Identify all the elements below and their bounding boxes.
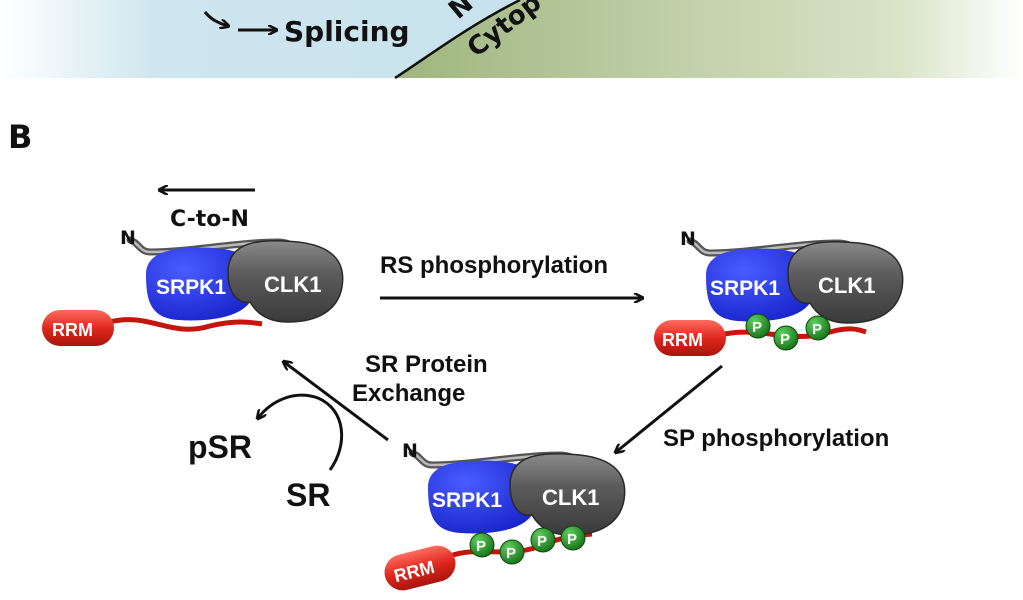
- clk1-label: CLK1: [264, 272, 321, 297]
- phospho-group: P: [499, 539, 525, 565]
- splicing-arrow-1: [203, 11, 228, 26]
- srpk1-label: SRPK1: [432, 489, 502, 512]
- sr-exchange-label-line1: SR Protein: [365, 351, 488, 378]
- svg-text:P: P: [812, 321, 822, 338]
- c-to-n-label: C-to-N: [170, 207, 249, 232]
- panel-label: B: [8, 118, 32, 156]
- phospho-group: P: [469, 532, 495, 558]
- nuclear-membrane: [394, 0, 521, 80]
- rrm-domain: [654, 320, 726, 356]
- sr-exchange-label-line2: Exchange: [352, 380, 465, 407]
- n-terminus-label: N: [120, 227, 136, 249]
- splicing-label: Splicing: [284, 15, 410, 48]
- rrm-domain: [42, 310, 114, 346]
- sr-label: SR: [286, 477, 330, 513]
- svg-text:P: P: [476, 538, 486, 555]
- rrm-label: RRM: [662, 330, 703, 350]
- psr-label: pSR: [188, 429, 252, 465]
- rs-phosphorylation-label: RS phosphorylation: [380, 252, 608, 279]
- svg-text:P: P: [780, 331, 790, 348]
- n-terminus-label: N: [402, 440, 418, 462]
- complex-unphosphorylated: RRM N SRPK1 CLK1: [42, 227, 343, 346]
- sp-phosphorylation-label: SP phosphorylation: [663, 425, 889, 452]
- svg-text:P: P: [752, 319, 762, 336]
- n-terminus-label: N: [680, 228, 696, 250]
- sr-to-psr-curved-arrow: [258, 393, 344, 471]
- complex-fully-phosphorylated: RRM N SRPK1 CLK1 P P P P: [384, 440, 625, 591]
- phospho-group: P: [530, 527, 556, 553]
- sp-phosphorylation-arrow: [616, 364, 723, 452]
- clk1-label: CLK1: [818, 273, 875, 298]
- phospho-group: P: [773, 325, 799, 351]
- complex-rs-phosphorylated: RRM N SRPK1 CLK1 P P P: [654, 228, 903, 356]
- phospho-group: P: [805, 315, 831, 341]
- cytoplasm-region: [395, 0, 1023, 78]
- sr-exchange-arrow: [284, 362, 389, 442]
- srpk1-label: SRPK1: [156, 276, 226, 299]
- top-panel: Splicing N Cytop: [0, 0, 1023, 80]
- phospho-group: P: [745, 313, 771, 339]
- rrm-domain: [384, 545, 456, 591]
- rs-tail: [109, 317, 263, 332]
- srpk1-label: SRPK1: [710, 277, 780, 300]
- svg-text:P: P: [537, 533, 547, 550]
- svg-text:P: P: [567, 531, 577, 548]
- svg-text:P: P: [506, 545, 516, 562]
- clk1-label: CLK1: [542, 485, 599, 510]
- phospho-group: P: [560, 525, 586, 551]
- rrm-label: RRM: [52, 320, 93, 340]
